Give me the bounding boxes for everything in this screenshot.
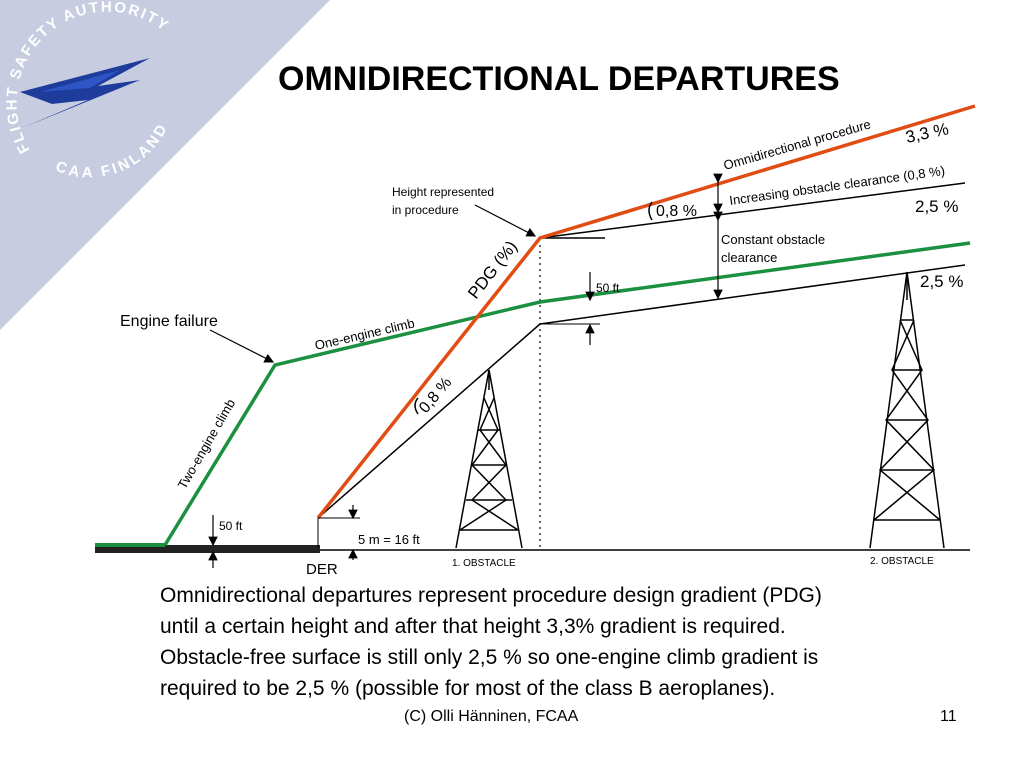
obstacle-clearance-line-upper (539, 182, 966, 239)
footer-credit: (C) Olli Hänninen, FCAA (404, 708, 579, 725)
engine-failure-arrow (209, 329, 275, 363)
pct-2-5-lower-label: 2,5 % (920, 272, 963, 291)
page-title: OMNIDIRECTIONAL DEPARTURES (278, 60, 840, 98)
body-line: Obstacle-free surface is still only 2,5 … (160, 646, 819, 669)
body-line: required to be 2,5 % (possible for most … (160, 677, 776, 700)
obstacle-2-label: 2. OBSTACLE (870, 556, 934, 567)
lightning-bolt-icon (20, 58, 150, 128)
bracket-upper (648, 201, 653, 221)
pct-0-8-upper-label: 0,8 % (656, 203, 697, 220)
body-line: Omnidirectional departures represent pro… (160, 584, 822, 607)
runway (95, 545, 320, 553)
fifty-ft-right-label: 50 ft (596, 281, 620, 295)
obstacle-surface-2-5 (539, 264, 966, 325)
obstacle-1-label: 1. OBSTACLE (452, 558, 516, 569)
pct-2-5-upper-label: 2,5 % (915, 197, 958, 216)
obstacle-clearance-line-lower (317, 323, 541, 519)
der-label: DER (306, 561, 338, 578)
caa-finland-logo: FLIGHT SAFETY AUTHORITY CAA FINLAND (0, 0, 330, 330)
departure-diagram: Omnidirectional procedure 3,3 % Increasi… (95, 104, 976, 578)
height-represented-arrow (474, 204, 537, 237)
height-represented-label-1: Height represented (392, 185, 494, 199)
engine-failure-label: Engine failure (120, 313, 218, 330)
constant-clearance-label-2: clearance (721, 250, 777, 265)
obstacle-1-tower (455, 369, 523, 549)
body-text: Omnidirectional departures represent pro… (160, 580, 980, 704)
five-m-label: 5 m = 16 ft (358, 532, 420, 547)
page-number: 11 (940, 708, 957, 725)
obstacle-2-tower (869, 271, 945, 549)
pct-0-8-lower-label: 0,8 % (416, 374, 455, 416)
height-represented-label-2: in procedure (392, 203, 459, 217)
fifty-ft-left-label: 50 ft (219, 519, 243, 533)
bracket-lower (414, 397, 419, 415)
pdg-label: PDG (%) (464, 237, 521, 302)
one-engine-climb-line (163, 241, 971, 546)
pdg-line (316, 104, 976, 520)
body-line: until a certain height and after that he… (160, 615, 786, 638)
pct-3-3-label: 3,3 % (904, 119, 950, 147)
constant-clearance-label-1: Constant obstacle (721, 232, 825, 247)
